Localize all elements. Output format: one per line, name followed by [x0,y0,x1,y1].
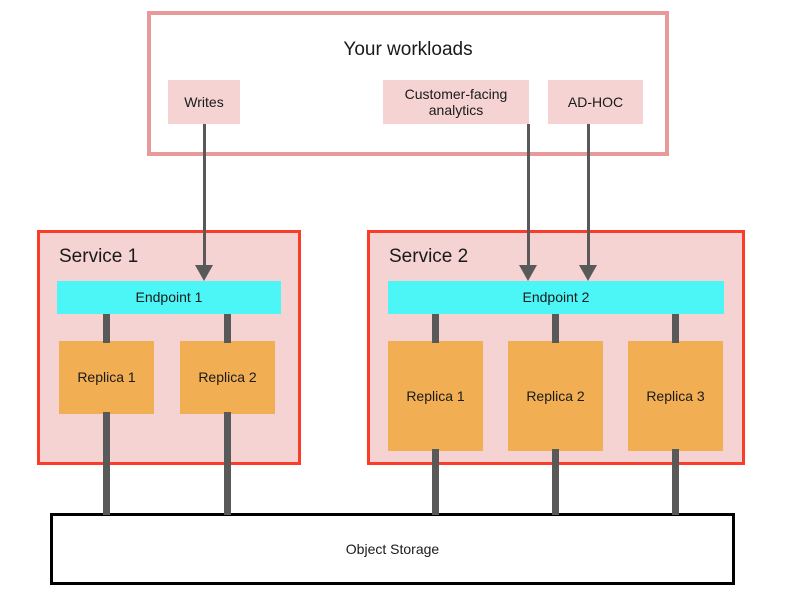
workload-chip-writes[interactable]: Writes [168,80,240,124]
connector-endpoint-replica-3 [431,314,439,343]
connector-replica-storage-3 [431,449,439,515]
service-1-replica-2[interactable]: Replica 2 [180,341,275,414]
arrow-head-adhoc-to-endpoint-2 [579,265,597,281]
workload-chip-ad-hoc[interactable]: AD-HOC [548,80,643,124]
service-2-replica-1[interactable]: Replica 1 [388,341,483,451]
connector-replica-storage-1 [102,412,110,515]
service-2-title: Service 2 [389,246,469,267]
connector-replica-storage-4 [551,449,559,515]
service-2-replica-3[interactable]: Replica 3 [628,341,723,451]
arrow-line-adhoc-to-endpoint-2 [586,124,590,267]
endpoint-2-box[interactable]: Endpoint 2 [388,281,724,314]
arrow-head-writes-to-endpoint-1 [195,265,213,281]
connector-endpoint-replica-2 [223,314,231,343]
connector-endpoint-replica-4 [551,314,559,343]
service-1-title: Service 1 [59,246,139,267]
connector-endpoint-replica-5 [671,314,679,343]
service-1-replica-1[interactable]: Replica 1 [59,341,154,414]
workload-chip-customer-facing-analytics[interactable]: Customer-facing analytics [383,80,529,124]
connector-replica-storage-2 [223,412,231,515]
endpoint-1-box[interactable]: Endpoint 1 [57,281,281,314]
arrow-line-analytics-to-endpoint-2 [526,124,530,267]
connector-replica-storage-5 [671,449,679,515]
arrow-head-analytics-to-endpoint-2 [519,265,537,281]
connector-endpoint-replica-1 [102,314,110,343]
arrow-line-writes-to-endpoint-1 [202,124,206,267]
object-storage-box[interactable]: Object Storage [50,513,735,585]
service-2-replica-2[interactable]: Replica 2 [508,341,603,451]
your-workloads-title: Your workloads [343,39,473,61]
